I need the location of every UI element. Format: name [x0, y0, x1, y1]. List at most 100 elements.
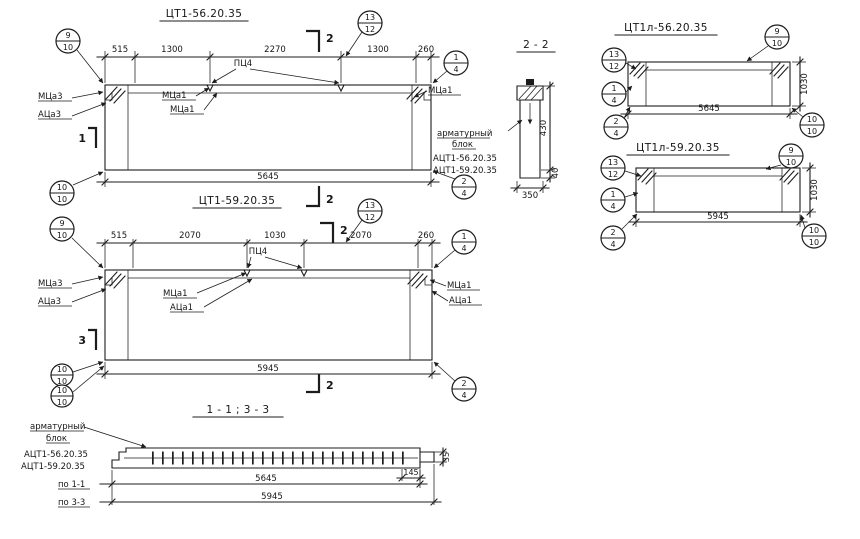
callout-bottom: 10: [57, 377, 67, 386]
callout-top: 9: [59, 219, 64, 228]
callout-leader: [345, 31, 363, 57]
callout-top: 2: [610, 228, 615, 237]
dim-ticks: [101, 53, 435, 61]
dim-extension-lines: [104, 172, 432, 187]
callout-bottom: 12: [365, 25, 375, 34]
panel-inner-lines: [653, 168, 783, 212]
callout-10-10: 10 10: [49, 171, 104, 206]
section-mark-label: 2: [326, 193, 334, 206]
part-leader: [264, 256, 303, 270]
end-hatch: [629, 62, 789, 79]
part-label: ПЦ4: [249, 247, 267, 257]
drawing-title: ЦТ1л-59.20.35: [636, 142, 720, 154]
dim-label: 515: [112, 45, 128, 55]
dim-ticks: [101, 239, 436, 247]
callout-top: 9: [774, 27, 779, 36]
callout-1-4: 1 4: [433, 229, 477, 269]
label-leader: [429, 279, 447, 287]
end-hatch: [105, 86, 427, 104]
dim-ticks: [108, 498, 438, 506]
label-leader: [71, 275, 104, 285]
dim-extension-lines: [434, 451, 447, 463]
dim-label: 5945: [257, 364, 279, 374]
dim-label: 1300: [161, 45, 183, 55]
dim-ticks: [101, 178, 435, 186]
dim-label: 35: [442, 452, 451, 462]
part-leader: [249, 68, 340, 85]
panel-inner-lines: [105, 85, 431, 170]
callout-top: 10: [809, 226, 819, 235]
callout-top: 2: [461, 379, 466, 388]
callout-bottom: 10: [809, 238, 819, 247]
part-label: ПЦ4: [234, 59, 252, 69]
callout-bottom: 12: [608, 170, 618, 179]
callout-bottom: 4: [461, 244, 466, 253]
callout-13-12: 13 12: [345, 10, 383, 57]
callout-leader: [71, 237, 104, 269]
anchor-label: МЦа1: [170, 105, 195, 115]
callout-bottom: 4: [613, 129, 618, 138]
callout-10-10-b: 10 10: [50, 365, 105, 408]
anchor-label: АЦа1: [449, 296, 472, 306]
callout-bottom: 4: [461, 189, 466, 198]
anchor-label: МЦа1: [428, 86, 453, 96]
end-hatch: [105, 271, 428, 289]
callout-bottom: 4: [611, 96, 616, 105]
dim-label: 260: [418, 45, 434, 55]
callout-leader: [625, 85, 633, 93]
callout-top: 13: [608, 158, 618, 167]
anchor-label: АЦа1: [170, 303, 193, 313]
section-mark-label: 2: [326, 32, 334, 45]
callout-top: 10: [57, 365, 67, 374]
callout-top: 10: [57, 183, 67, 192]
panel-outline: [635, 167, 801, 213]
mid-anchor-marks: [206, 84, 345, 93]
dim-label: 1030: [800, 73, 810, 95]
note-leader: [83, 426, 147, 448]
callout-leader: [624, 192, 639, 198]
note-text: АЦТ1-56.20.35: [433, 154, 497, 164]
callout-13-12: 13 12: [345, 198, 383, 243]
callout-10-10: 10 10: [800, 214, 827, 249]
callout-top: 9: [788, 146, 793, 155]
callout-13-12: 13 12: [600, 155, 642, 181]
dim-ticks: [806, 164, 814, 216]
section-2-2: 2 - 2 арматурный блок АЦТ1-56.20.35 АЦТ1…: [433, 39, 561, 201]
note-text: АЦТ1-56.20.35: [24, 450, 88, 460]
anchor-label: МЦа1: [162, 91, 187, 101]
dim-extension-lines: [802, 167, 816, 213]
dim-row-label: по 1-1: [58, 480, 85, 490]
elevation-ct1-56-20-35: ЦТ1-56.20.35 515 1300 2270 1300 260 ПЦ4 …: [38, 8, 477, 208]
dim-label: 40: [551, 168, 561, 179]
callout-bottom: 4: [453, 65, 458, 74]
section-mark-1-left: [88, 126, 98, 148]
callout-leader: [623, 106, 631, 119]
dim-label: 145: [403, 468, 418, 477]
callout-13-12: 13 12: [601, 47, 637, 73]
callout-leader: [746, 45, 769, 62]
section-mark-label: 1: [78, 132, 86, 145]
strip-end-lug: [419, 451, 435, 463]
callout-leader: [791, 107, 804, 118]
dim-label: 515: [111, 231, 127, 241]
callout-top: 1: [610, 190, 615, 199]
dim-label: 1030: [264, 231, 286, 241]
dim-ticks: [796, 58, 804, 110]
callout-leader: [625, 62, 637, 70]
callout-10-10-a: 10 10: [50, 361, 104, 387]
label-leader: [196, 272, 247, 294]
dim-label: 350: [522, 191, 538, 201]
callout-leader: [345, 219, 363, 243]
dim-ticks: [546, 82, 554, 182]
callout-bottom: 12: [365, 213, 375, 222]
drawing-title: ЦТ1л-56.20.35: [624, 22, 708, 34]
callout-bottom: 10: [57, 398, 67, 407]
dim-label: 260: [418, 231, 434, 241]
note-text: блок: [452, 140, 473, 150]
elevation-ct1l-59-20-35: ЦТ1л-59.20.35 5945 1030 9 10 13 12 1 4 2…: [600, 142, 827, 251]
callout-bottom: 4: [610, 240, 615, 249]
anchor-label: МЦа3: [38, 92, 63, 102]
callout-top: 13: [609, 50, 619, 59]
